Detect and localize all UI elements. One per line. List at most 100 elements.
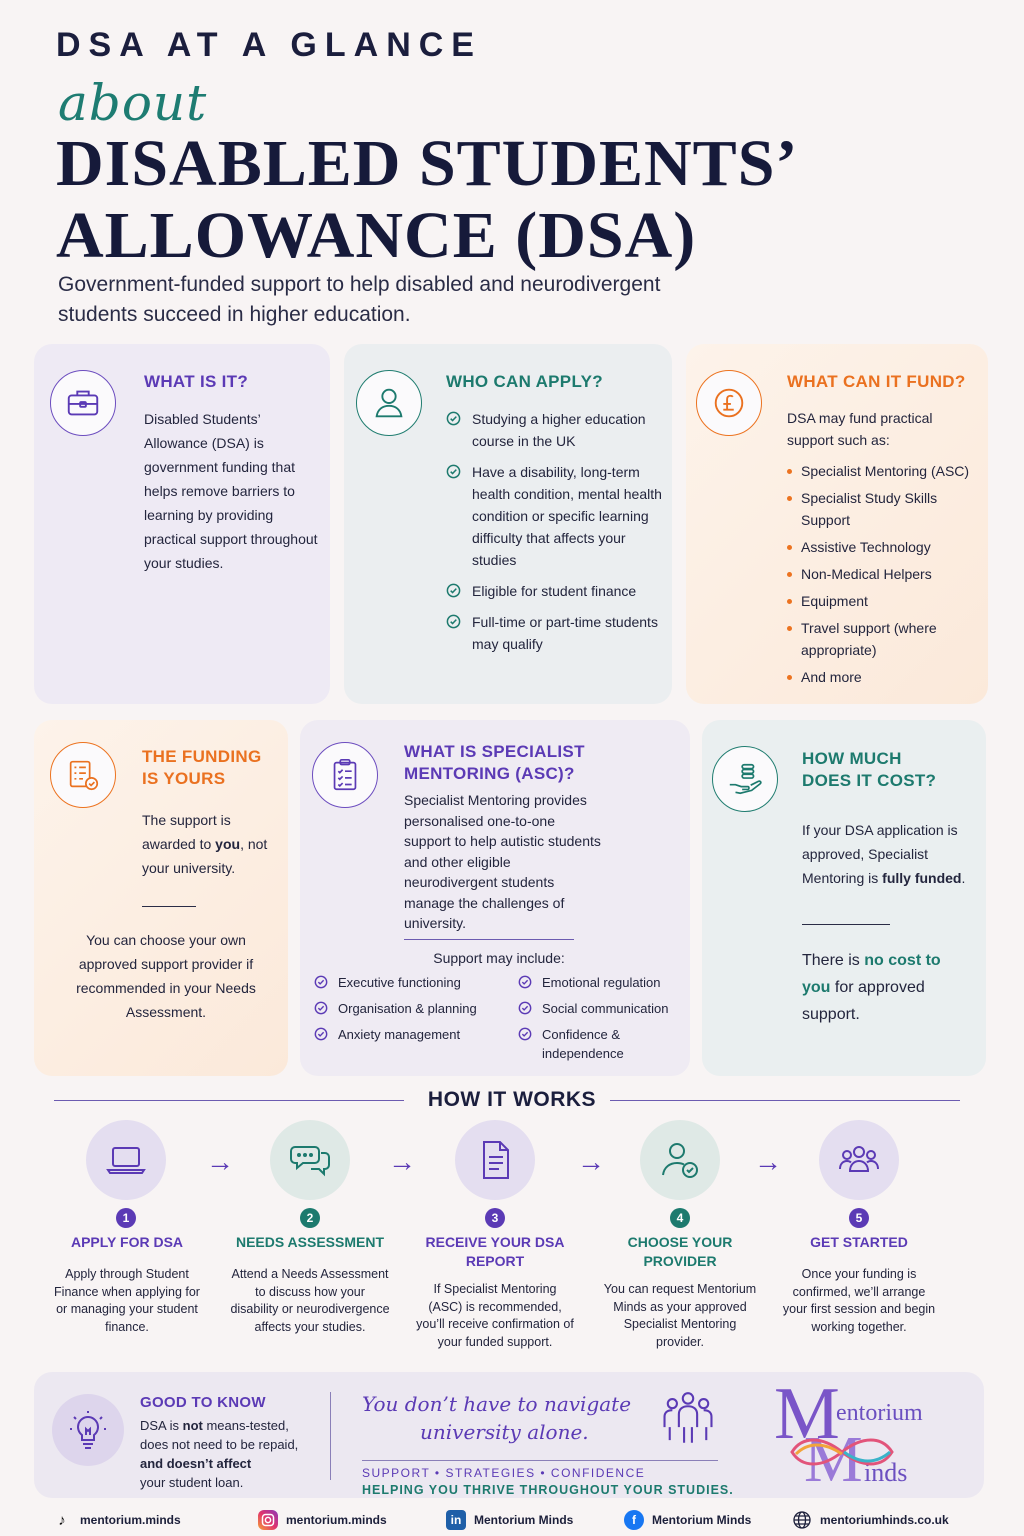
- social-label: mentoriumhinds.co.uk: [820, 1513, 949, 1527]
- cost-heading-line-1: HOW MUCH: [802, 749, 902, 768]
- step-title: APPLY FOR DSA: [70, 1234, 184, 1250]
- social-facebook[interactable]: f Mentorium Minds: [624, 1510, 751, 1530]
- step-text: Attend a Needs Assessment to discuss how…: [230, 1267, 390, 1334]
- funding-p1: The support is awarded to you, not your …: [142, 812, 268, 876]
- step-title: NEEDS ASSESSMENT: [235, 1234, 385, 1250]
- lightbulb-icon: [52, 1394, 124, 1466]
- tagline-line-1: You don’t have to navigate: [362, 1392, 632, 1416]
- step-text: Once your funding is confirmed, we’ll ar…: [782, 1267, 936, 1334]
- check-icon: [518, 1027, 532, 1041]
- tiktok-icon: ♪: [52, 1510, 72, 1530]
- social-website[interactable]: mentoriumhinds.co.uk: [792, 1510, 949, 1530]
- step-text: You can request Mentorium Minds as your …: [603, 1282, 757, 1349]
- check-icon: [314, 1001, 328, 1015]
- mentoring-heading-line-1: WHAT IS SPECIALIST: [404, 742, 585, 761]
- eligibility-text: Have a disability, long-term health cond…: [472, 464, 662, 568]
- eligibility-item: Have a disability, long-term health cond…: [446, 461, 662, 571]
- eligibility-text: Full-time or part-time students may qual…: [472, 614, 658, 652]
- cost-p1: If your DSA application is approved, Spe…: [802, 822, 966, 886]
- check-icon: [446, 614, 461, 629]
- arrow-right-icon: →: [577, 1146, 605, 1177]
- step-number: 4: [670, 1208, 690, 1228]
- page-subtitle: Government-funded support to help disabl…: [58, 273, 661, 326]
- mentorium-minds-logo: M entorium M inds: [774, 1373, 974, 1496]
- cost-p2: There is no cost to you for approved sup…: [802, 952, 941, 1023]
- check-icon: [446, 464, 461, 479]
- mentoring-item: Anxiety management: [314, 1025, 504, 1044]
- fund-item: Non-Medical Helpers: [787, 563, 983, 585]
- laptop-icon: [86, 1120, 166, 1200]
- funding-heading-line-1: THE FUNDING: [142, 747, 262, 766]
- step-title: CHOOSE YOUR PROVIDER: [627, 1234, 733, 1269]
- cost-card: HOW MUCH DOES IT COST? If your DSA appli…: [702, 720, 986, 1076]
- facebook-icon: f: [624, 1510, 644, 1530]
- mentoring-item: Executive functioning: [314, 973, 504, 992]
- funding-heading: THE FUNDING IS YOURS: [142, 746, 261, 790]
- fund-item: Assistive Technology: [787, 536, 983, 558]
- eligibility-item: Studying a higher education course in th…: [446, 408, 662, 452]
- mentoring-text: Executive functioning: [338, 975, 461, 990]
- coins-hand-icon: [712, 746, 778, 812]
- divider: [362, 1460, 718, 1461]
- what-can-it-fund-card: WHAT CAN IT FUND? DSA may fund practical…: [686, 344, 988, 704]
- about-script: about: [58, 74, 208, 132]
- briefcase-icon: [50, 370, 116, 436]
- mentoring-text: Anxiety management: [338, 1027, 461, 1042]
- mentoring-item: Organisation & planning: [314, 999, 504, 1018]
- mentoring-text: Emotional regulation: [542, 975, 661, 990]
- fund-item: Equipment: [787, 590, 983, 612]
- divider: [610, 1100, 960, 1101]
- person-check-icon: [640, 1120, 720, 1200]
- mentoring-text: Social communication: [542, 1001, 669, 1016]
- mentoring-item: Social communication: [518, 999, 682, 1018]
- social-label: Mentorium Minds: [652, 1513, 752, 1527]
- clipboard-icon: [312, 742, 378, 808]
- eligibility-text: Studying a higher education course in th…: [472, 411, 646, 449]
- fund-intro: DSA may fund practical support such as:: [787, 410, 933, 448]
- instagram-icon: [258, 1510, 278, 1530]
- check-icon: [518, 975, 532, 989]
- mentoring-list-right: Emotional regulation Social communicatio…: [518, 973, 682, 1070]
- funding-p2: You can choose your own approved support…: [76, 932, 256, 1020]
- fund-item: Specialist Mentoring (ASC): [787, 460, 983, 482]
- linkedin-icon: in: [446, 1510, 466, 1530]
- step-title: RECEIVE YOUR DSA REPORT: [425, 1234, 565, 1269]
- step-text: Apply through Student Finance when apply…: [54, 1267, 200, 1334]
- step-number: 3: [485, 1208, 505, 1228]
- checklist-icon: [50, 742, 116, 808]
- people-support-icon: [663, 1392, 713, 1443]
- what-can-it-fund-heading: WHAT CAN IT FUND?: [787, 372, 966, 391]
- step-title: GET STARTED: [810, 1234, 908, 1250]
- specialist-mentoring-card: WHAT IS SPECIALIST MENTORING (ASC)? Spec…: [300, 720, 690, 1076]
- step-number: 1: [116, 1208, 136, 1228]
- mentoring-body: Specialist Mentoring provides personalis…: [404, 792, 601, 931]
- eligibility-item: Full-time or part-time students may qual…: [446, 611, 662, 655]
- chat-bubbles-icon: [270, 1120, 350, 1200]
- fund-item: And more: [787, 666, 983, 688]
- infinity-swirl-icon: [790, 1438, 894, 1466]
- mentoring-list-left: Executive functioning Organisation & pla…: [314, 973, 504, 1051]
- step-number: 5: [849, 1208, 869, 1228]
- good-to-know-heading: GOOD TO KNOW: [140, 1394, 266, 1411]
- cost-heading-line-2: DOES IT COST?: [802, 771, 937, 790]
- include-label: Support may include:: [433, 950, 565, 966]
- who-can-apply-heading: WHO CAN APPLY?: [446, 372, 603, 391]
- who-can-apply-card: WHO CAN APPLY? Studying a higher educati…: [344, 344, 672, 704]
- funding-heading-line-2: IS YOURS: [142, 769, 226, 788]
- eligibility-list: Studying a higher education course in th…: [446, 408, 662, 664]
- fund-list: Specialist Mentoring (ASC) Specialist St…: [787, 460, 983, 693]
- social-linkedin[interactable]: in Mentorium Minds: [446, 1510, 573, 1530]
- mentoring-text: Organisation & planning: [338, 1001, 477, 1016]
- title-line-2: ALLOWANCE (DSA): [56, 199, 697, 272]
- social-label: Mentorium Minds: [474, 1513, 574, 1527]
- tagline-strap: HELPING YOU THRIVE THROUGHOUT YOUR STUDI…: [362, 1483, 734, 1497]
- divider: [802, 924, 890, 925]
- mentoring-heading-line-2: MENTORING (ASC)?: [404, 764, 575, 783]
- social-tiktok[interactable]: ♪ mentorium.minds: [52, 1510, 181, 1530]
- what-is-it-card: WHAT IS IT? Disabled Students’ Allowance…: [34, 344, 330, 704]
- title-line-1: DISABLED STUDENTS’: [56, 127, 799, 200]
- social-instagram[interactable]: mentorium.minds: [258, 1510, 387, 1530]
- fund-item: Travel support (where appropriate): [787, 617, 983, 661]
- globe-icon: [792, 1510, 812, 1530]
- arrow-right-icon: →: [388, 1146, 416, 1177]
